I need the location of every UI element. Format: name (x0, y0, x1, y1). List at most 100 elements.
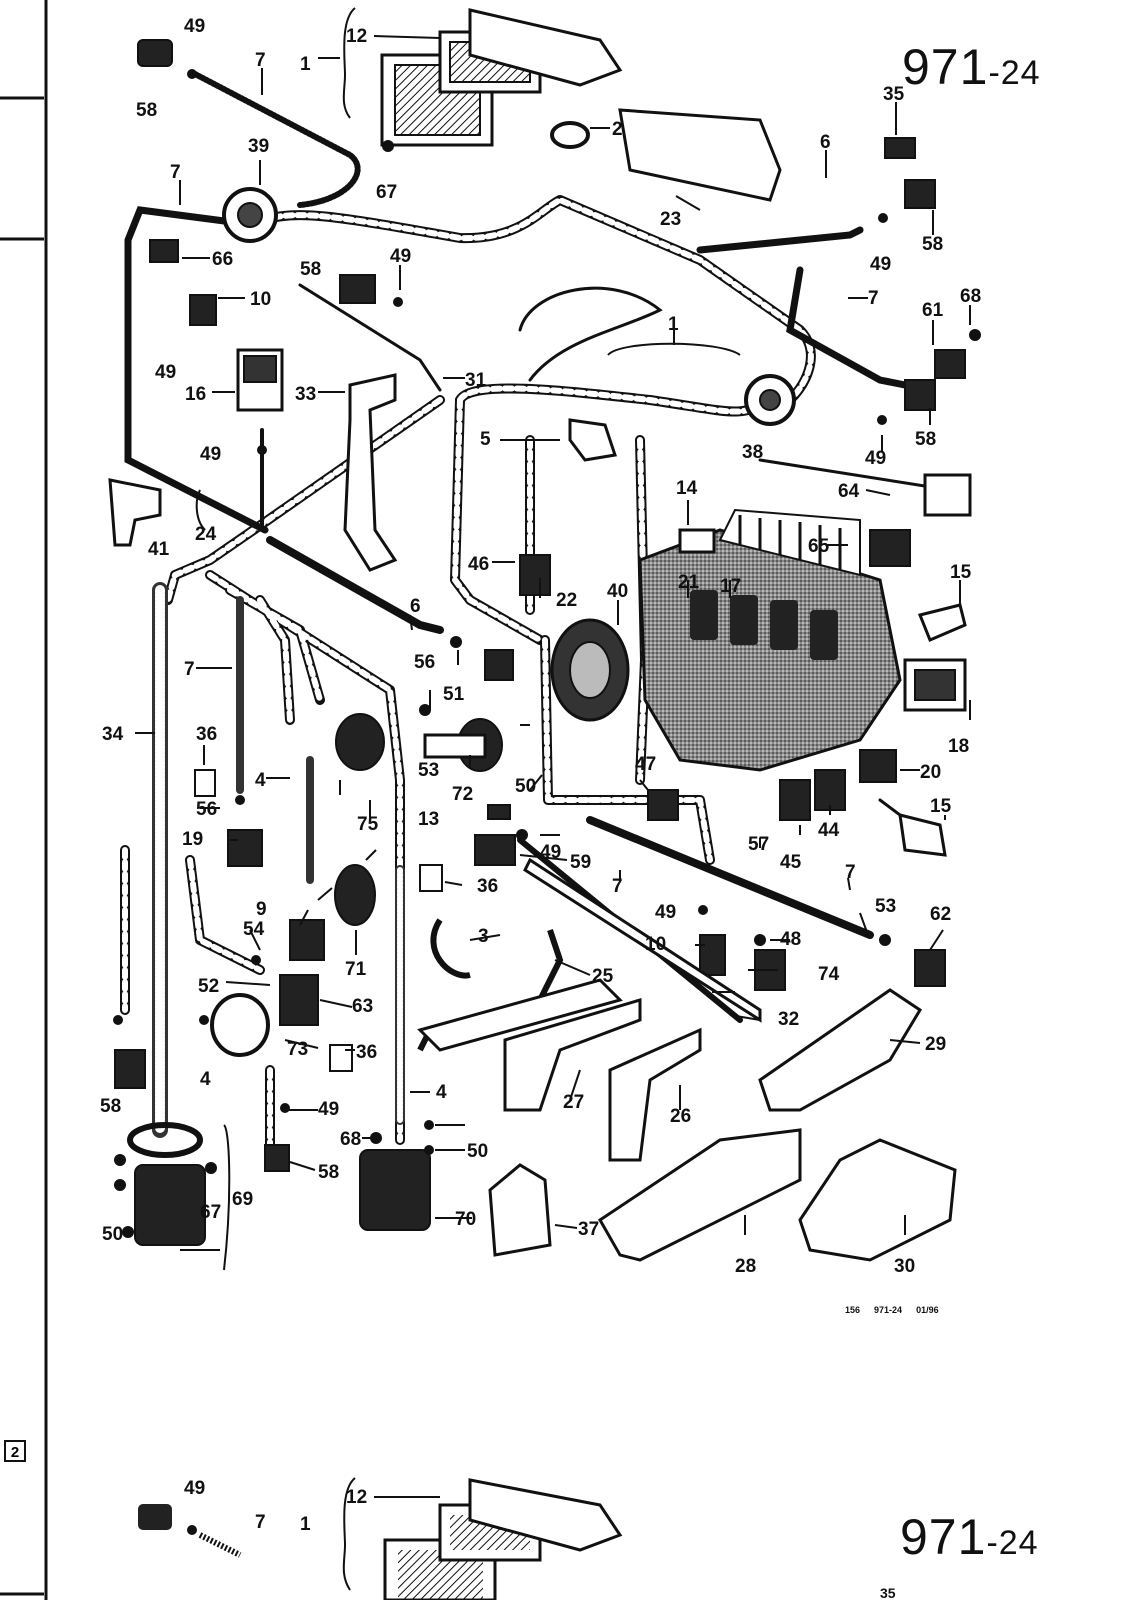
callout-58c: 58 (922, 234, 943, 255)
callout-13: 13 (418, 809, 439, 830)
callout-58f: 58 (318, 1162, 339, 1183)
callout-9: 9 (256, 899, 267, 920)
callout-58d: 58 (915, 429, 936, 450)
callout-50b: 50 (467, 1141, 488, 1162)
callout-26: 26 (670, 1106, 691, 1127)
callout-6a: 6 (820, 132, 831, 153)
callout-3: 3 (478, 926, 489, 947)
lower-callout-7: 7 (255, 1512, 266, 1533)
callout-67b: 67 (200, 1202, 221, 1223)
callout-2: 2 (612, 119, 623, 140)
callout-28: 28 (735, 1256, 756, 1277)
callout-20: 20 (920, 762, 941, 783)
callout-30: 30 (894, 1256, 915, 1277)
trim-panels (108, 478, 957, 1262)
callout-59: 59 (570, 852, 591, 873)
callout-57: 57 (748, 834, 769, 855)
callout-49g: 49 (540, 842, 561, 863)
drawing-code-a: 156 (845, 1305, 861, 1315)
callout-70: 70 (455, 1209, 476, 1230)
callout-50a: 50 (515, 776, 536, 797)
callout-62: 62 (930, 904, 951, 925)
callout-49d: 49 (155, 362, 176, 383)
callout-49c: 49 (870, 254, 891, 275)
callout-29: 29 (925, 1034, 946, 1055)
page-number: 971-24 (902, 38, 1041, 96)
lower-page-number-main: 971 (900, 1509, 987, 1565)
callout-6b: 6 (410, 596, 421, 617)
callout-12: 12 (346, 26, 367, 47)
callout-48: 48 (780, 929, 801, 950)
callout-32: 32 (778, 1009, 799, 1030)
lower-callout-12: 12 (346, 1487, 367, 1508)
lower-callout-1: 1 (300, 1514, 311, 1535)
callout-7d: 7 (184, 659, 195, 680)
callout-33: 33 (295, 384, 316, 405)
callout-19: 19 (182, 829, 203, 850)
connectors (114, 8, 972, 1257)
callout-61: 61 (922, 300, 944, 321)
callout-49f: 49 (200, 444, 221, 465)
callout-52: 52 (198, 976, 219, 997)
callout-1: 1 (300, 54, 311, 75)
central-relay-block (550, 508, 902, 772)
callout-49a: 49 (184, 16, 205, 37)
callout-17: 17 (720, 576, 741, 597)
callout-74: 74 (818, 964, 840, 985)
callout-44: 44 (818, 820, 840, 841)
callout-45: 45 (780, 852, 802, 873)
callout-18: 18 (948, 736, 969, 757)
lower-repeat-diagram: 49 7 12 1 35 (138, 1477, 896, 1600)
callout-47: 47 (635, 754, 656, 775)
callout-49b: 49 (390, 246, 411, 267)
page-number-main: 971 (902, 39, 989, 95)
callout-labels: 1 1 2 3 4 4 4 5 6 6 7 7 7 7 7 7 9 10 10 … (100, 16, 981, 1277)
callout-7c: 7 (868, 288, 879, 309)
callout-54: 54 (243, 919, 265, 940)
callout-65: 65 (808, 536, 830, 557)
callout-35: 35 (883, 84, 905, 105)
callout-75: 75 (357, 814, 379, 835)
callout-10a: 10 (250, 289, 271, 310)
callout-53b: 53 (875, 896, 896, 917)
callout-56b: 56 (196, 799, 217, 820)
callout-41: 41 (148, 539, 170, 560)
callout-58b: 58 (300, 259, 321, 280)
callout-15b: 15 (930, 796, 952, 817)
callout-56a: 56 (414, 652, 435, 673)
callout-34: 34 (102, 724, 124, 745)
callout-16: 16 (185, 384, 206, 405)
callout-38: 38 (742, 442, 763, 463)
callout-58e: 58 (100, 1096, 121, 1117)
callout-36b: 36 (477, 876, 498, 897)
callout-66: 66 (212, 249, 233, 270)
callout-14: 14 (676, 478, 698, 499)
callout-4c: 4 (436, 1082, 447, 1103)
callout-49i: 49 (318, 1099, 339, 1120)
callout-1b: 1 (668, 314, 679, 335)
callout-5: 5 (480, 429, 491, 450)
callout-39: 39 (248, 136, 269, 157)
callout-24: 24 (195, 524, 217, 545)
callout-69: 69 (232, 1189, 253, 1210)
drawing-code-b: 971-24 (874, 1305, 903, 1315)
callout-71: 71 (345, 959, 367, 980)
callout-7f: 7 (845, 862, 856, 883)
lower-callout-49: 49 (184, 1478, 205, 1499)
callout-36c: 36 (356, 1042, 377, 1063)
callout-27: 27 (563, 1092, 584, 1113)
callout-73: 73 (287, 1039, 308, 1060)
callout-72: 72 (452, 784, 473, 805)
callout-7e: 7 (612, 876, 623, 897)
callout-7b: 7 (170, 162, 181, 183)
callout-25: 25 (592, 966, 614, 987)
callout-50c: 50 (102, 1224, 123, 1245)
lower-callout-35: 35 (880, 1585, 896, 1600)
callout-15a: 15 (950, 562, 972, 583)
callout-37: 37 (578, 1219, 599, 1240)
callout-67a: 67 (376, 182, 397, 203)
callout-49e: 49 (865, 448, 886, 469)
callout-53a: 53 (418, 760, 439, 781)
